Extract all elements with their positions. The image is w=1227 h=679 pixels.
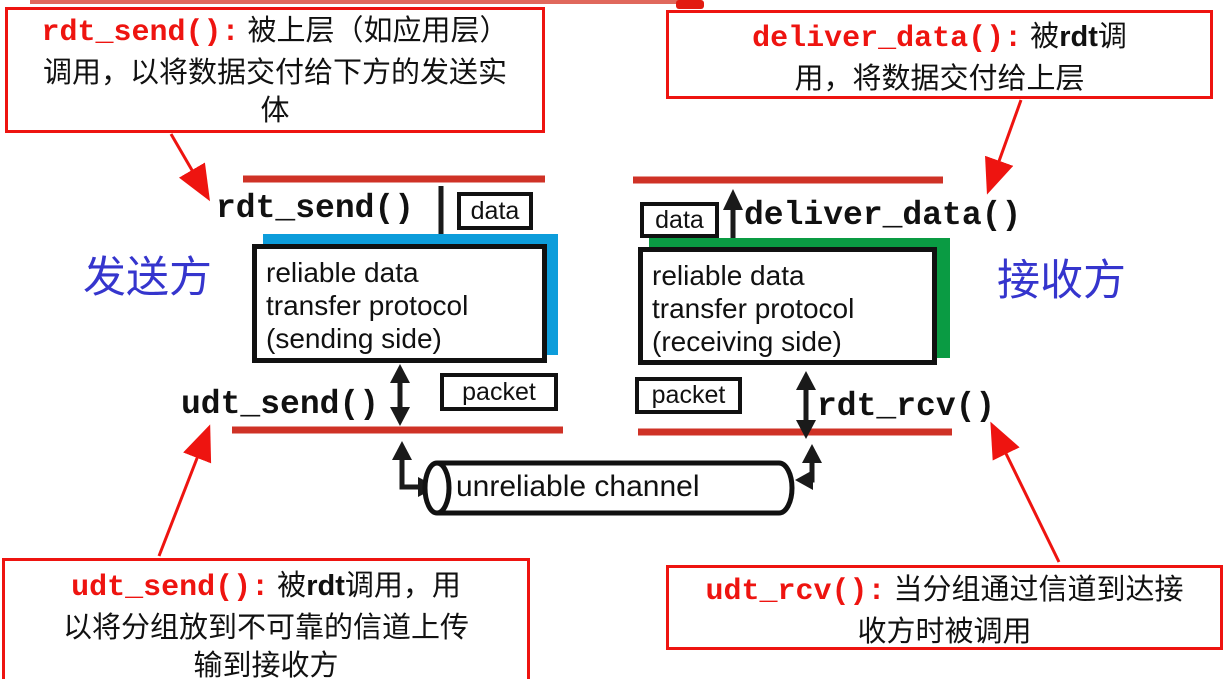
callout-deliver-data-text-post: 调 用，将数据交付给上层 (794, 21, 1127, 95)
packet-tag-left: packet (440, 373, 558, 411)
hook-arrow-out-of-channel-icon (795, 444, 822, 490)
double-arrow-rdt-rcv-icon (796, 371, 816, 439)
double-arrow-udt-send-icon (390, 364, 410, 426)
callout-udt-send-code: udt_send(): (71, 571, 270, 605)
packet-tag-right: packet (635, 377, 742, 414)
rdt-rcv-label: rdt_rcv() (817, 388, 996, 425)
leader-arrow-udt-send (157, 424, 212, 557)
callout-deliver-data-text-pre: 被 (1030, 21, 1060, 53)
data-tag-left: data (457, 192, 533, 230)
callout-deliver-data-code: deliver_data(): (752, 22, 1023, 56)
receiver-side-label: 接收方 (997, 258, 1126, 305)
callout-udt-rcv: udt_rcv():当分组通过信道到达接 收方时被调用 (666, 565, 1223, 650)
callout-udt-send-text-post: 调用，用 以将分组放到不可靠的信道上传 输到接收方 (62, 570, 469, 679)
data-tag-right: data (640, 202, 719, 238)
layer-boundary-lines (232, 175, 952, 436)
leader-arrow-udt-rcv (990, 421, 1061, 563)
deliver-data-label: deliver_data() (744, 197, 1022, 234)
leader-arrow-rdt-send (169, 133, 211, 202)
sender-protocol-box: reliable data transfer protocol (sending… (252, 244, 547, 363)
up-arrow-icon (723, 189, 743, 243)
cropped-title-remnant (30, 0, 704, 9)
callout-udt-rcv-code: udt_rcv(): (705, 575, 886, 609)
callout-rdt-send-code: rdt_send(): (41, 16, 240, 50)
sender-side-label: 发送方 (83, 255, 212, 302)
udt-send-label: udt_send() (181, 386, 380, 423)
leader-arrow-deliver-data (985, 99, 1023, 195)
unreliable-channel-label: unreliable channel (456, 470, 700, 503)
callout-udt-rcv-text: 当分组通过信道到达接 收方时被调用 (857, 574, 1184, 648)
receiver-protocol-box: reliable data transfer protocol (receivi… (638, 247, 937, 365)
rdt-send-label: rdt_send() (216, 190, 415, 227)
callout-udt-send-text-pre: 被 (277, 570, 307, 602)
unreliable-channel-cylinder (422, 460, 795, 516)
callout-deliver-data-text-rdt: rdt (1059, 21, 1098, 53)
callout-leader-arrows (157, 99, 1061, 563)
callout-deliver-data: deliver_data():被rdt调 用，将数据交付给上层 (666, 10, 1213, 99)
callout-udt-send-text-rdt: rdt (306, 570, 345, 602)
callout-udt-send: udt_send():被rdt调用，用 以将分组放到不可靠的信道上传 输到接收方 (2, 558, 530, 679)
callout-rdt-send: rdt_send():被上层（如应用层） 调用，以将数据交付给下方的发送实 体 (5, 7, 545, 133)
callout-rdt-send-text: 被上层（如应用层） 调用，以将数据交付给下方的发送实 体 (42, 15, 509, 127)
